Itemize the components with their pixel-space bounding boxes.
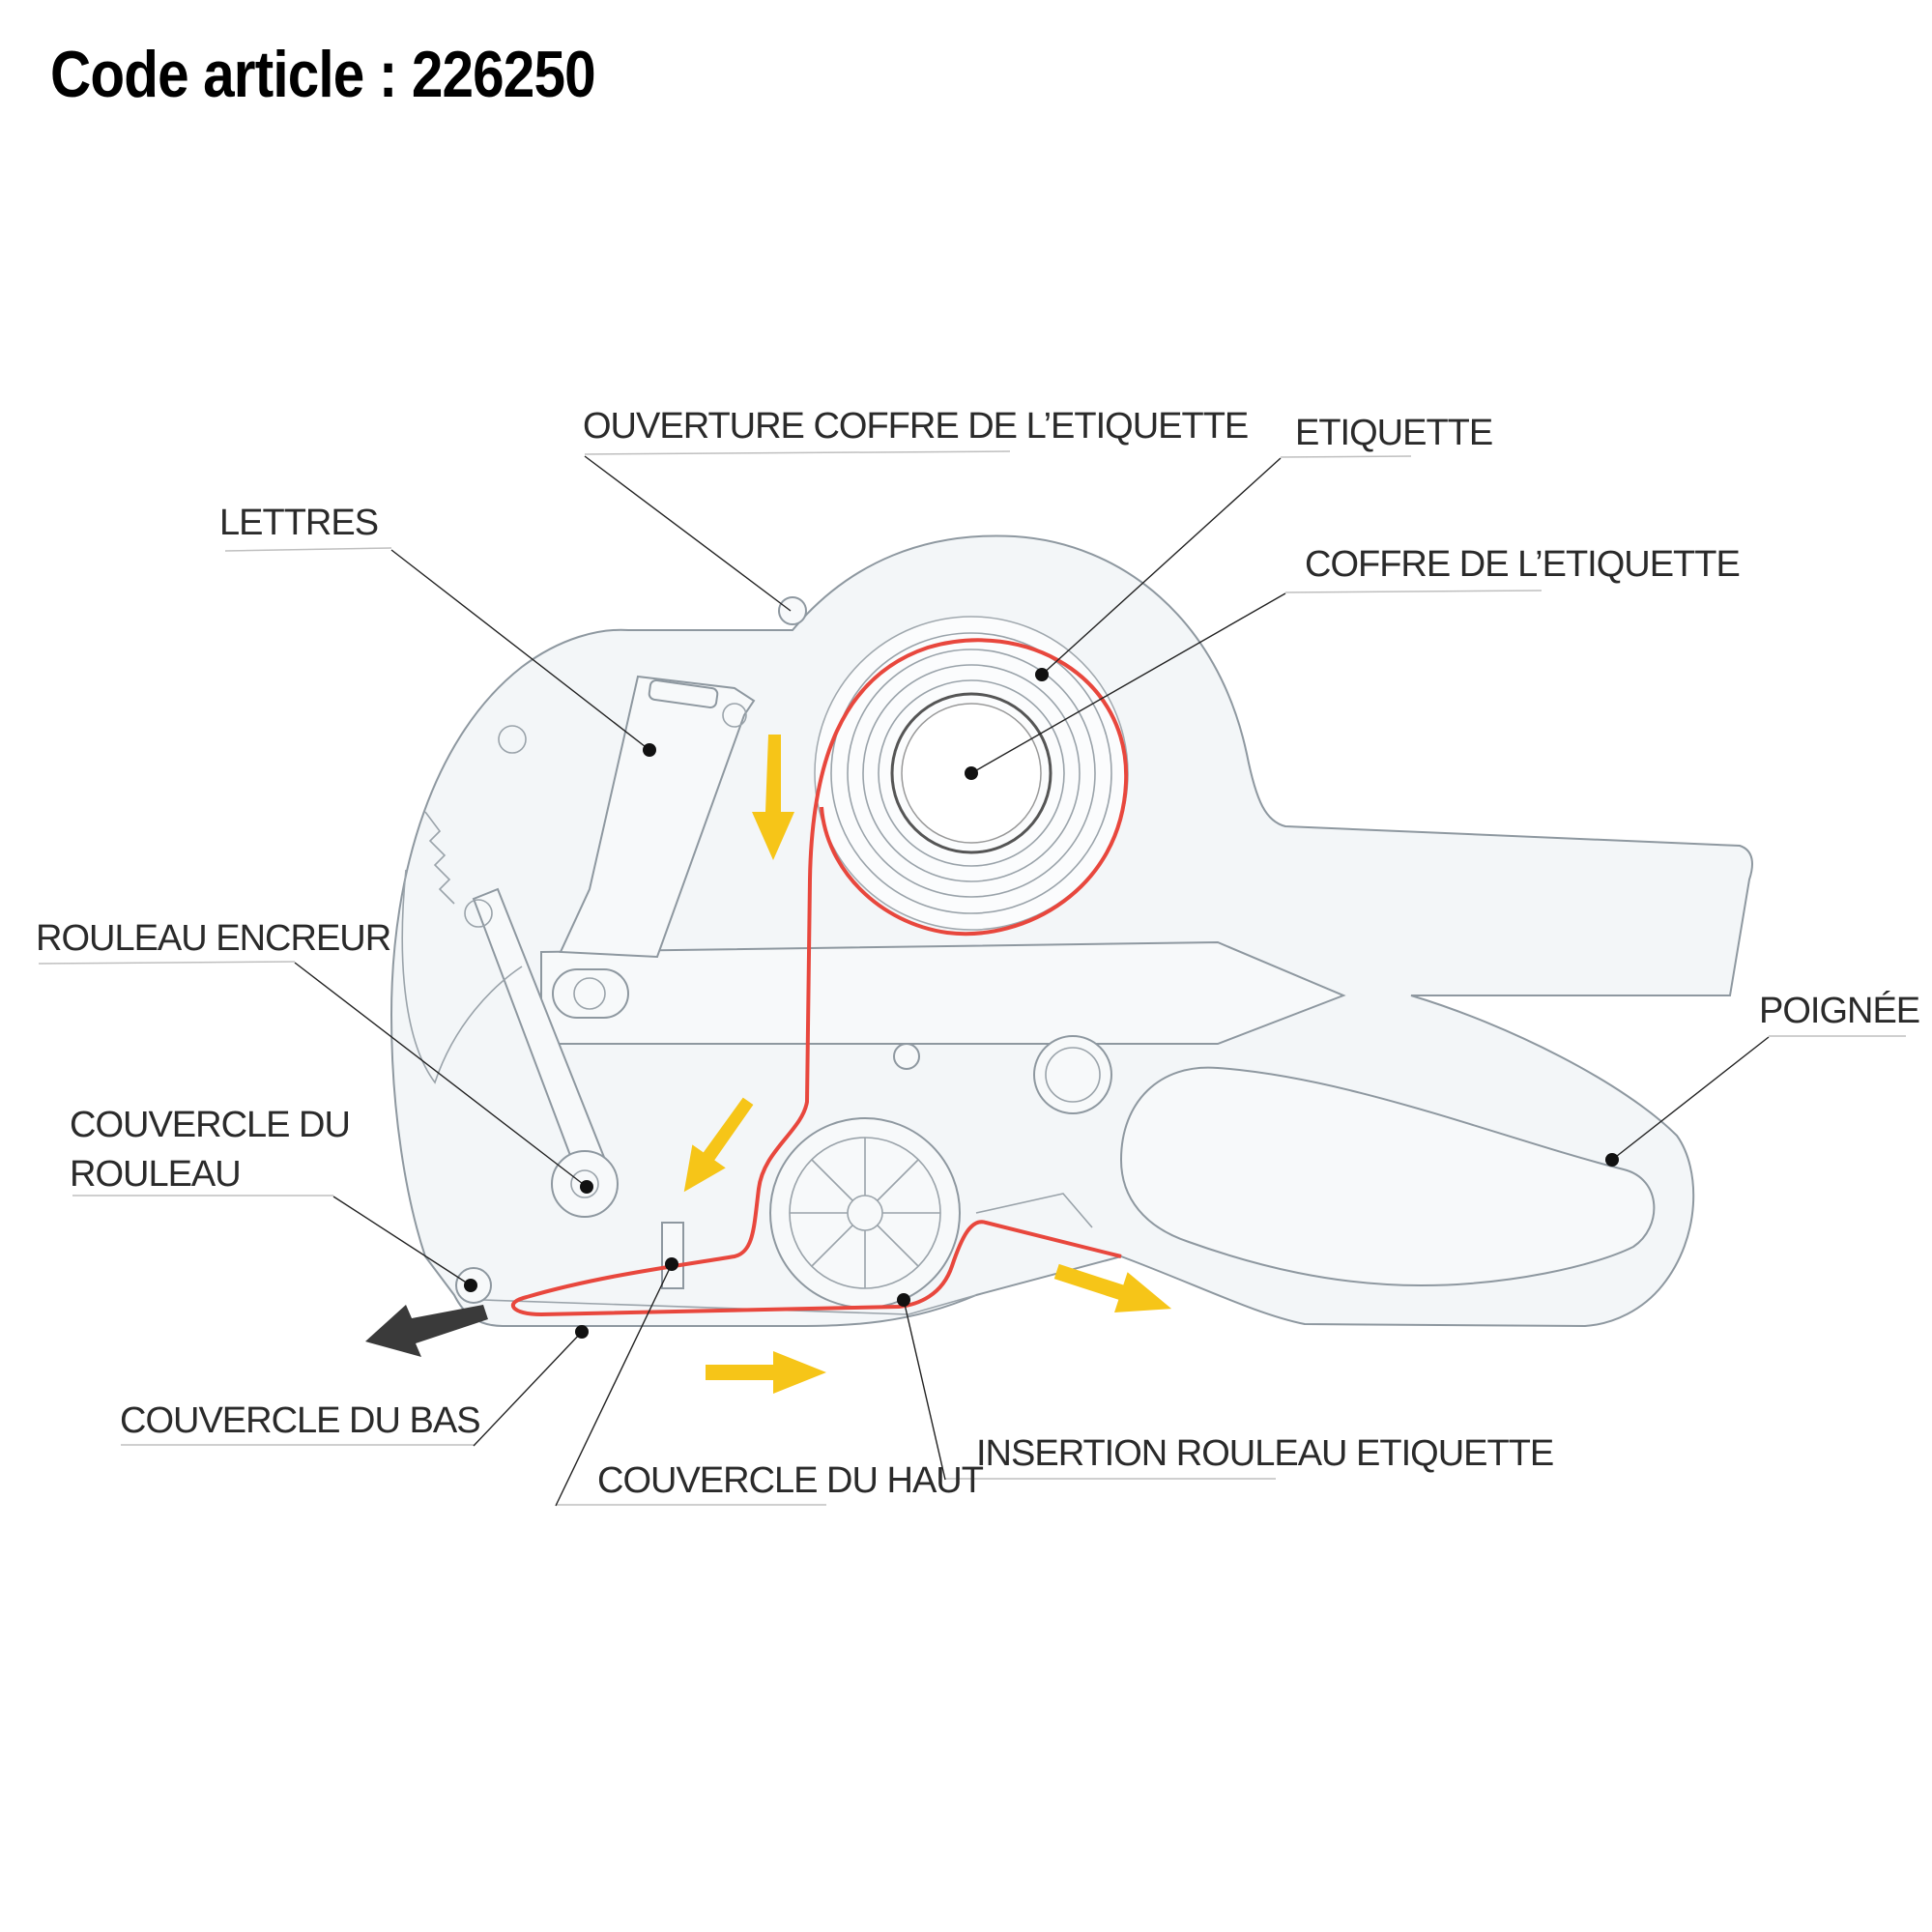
label-etiquette: ETIQUETTE <box>1295 413 1492 453</box>
arrow-down-1 <box>752 735 794 860</box>
labeler-body <box>389 534 1753 1328</box>
feed-wheel <box>769 1117 961 1309</box>
center-bar <box>540 940 1346 1045</box>
letters-block <box>559 675 756 959</box>
letters-slot <box>648 679 719 708</box>
ink-roller-hub <box>570 1169 599 1198</box>
label-couvercle-rouleau-2: ROULEAU <box>70 1154 241 1195</box>
upper-pin <box>464 899 493 928</box>
left-pin <box>498 725 527 754</box>
page-title: Code article : 226250 <box>50 38 596 111</box>
label-couvercle-rouleau-1: COUVERCLE DU <box>70 1105 350 1145</box>
big-pivot-inner <box>1045 1047 1101 1103</box>
arrow-right-2 <box>1053 1263 1172 1313</box>
dot-poignee <box>1605 1153 1619 1167</box>
dot-etiquette <box>1035 668 1049 681</box>
label-ouverture: OUVERTURE COFFRE DE L’ETIQUETTE <box>583 406 1248 447</box>
label-rouleau-encreur: ROULEAU ENCREUR <box>36 918 390 959</box>
exit-arrow <box>365 1305 488 1357</box>
label-couvercle-bas: COUVERCLE DU BAS <box>120 1400 480 1441</box>
bar-knob <box>573 977 606 1010</box>
side-curve <box>401 869 523 1084</box>
ratchet-teeth <box>424 811 455 905</box>
handle-lever <box>1119 1066 1656 1287</box>
label-couvercle-haut: COUVERCLE DU HAUT <box>597 1460 984 1501</box>
dot-coffre <box>965 766 978 780</box>
dot-rouleau-encreur <box>580 1180 593 1194</box>
arrow-right-1 <box>706 1351 826 1394</box>
label-poignee: POIGNÉE <box>1759 990 1919 1031</box>
bar-slot <box>552 968 629 1019</box>
dot-couvercle-haut <box>665 1257 678 1271</box>
dot-insertion <box>897 1293 910 1307</box>
dot-couvercle-bas <box>575 1325 589 1339</box>
leaders <box>38 450 1906 1507</box>
dot-couvercle-rouleau <box>464 1279 477 1292</box>
small-pin <box>893 1043 920 1070</box>
dot-lettres <box>643 743 656 757</box>
arrow-down-2 <box>683 1097 754 1193</box>
feed-arrows <box>365 735 1172 1394</box>
bottom-cover-line <box>482 1294 977 1315</box>
right-guide <box>975 1193 1093 1228</box>
letters-pin <box>722 703 747 728</box>
label-coffre: COFFRE DE L’ETIQUETTE <box>1305 544 1740 585</box>
label-lettres: LETTRES <box>219 503 378 543</box>
label-path <box>511 638 1129 1317</box>
label-insertion: INSERTION ROULEAU ETIQUETTE <box>976 1433 1553 1474</box>
opening-pin <box>778 596 807 625</box>
